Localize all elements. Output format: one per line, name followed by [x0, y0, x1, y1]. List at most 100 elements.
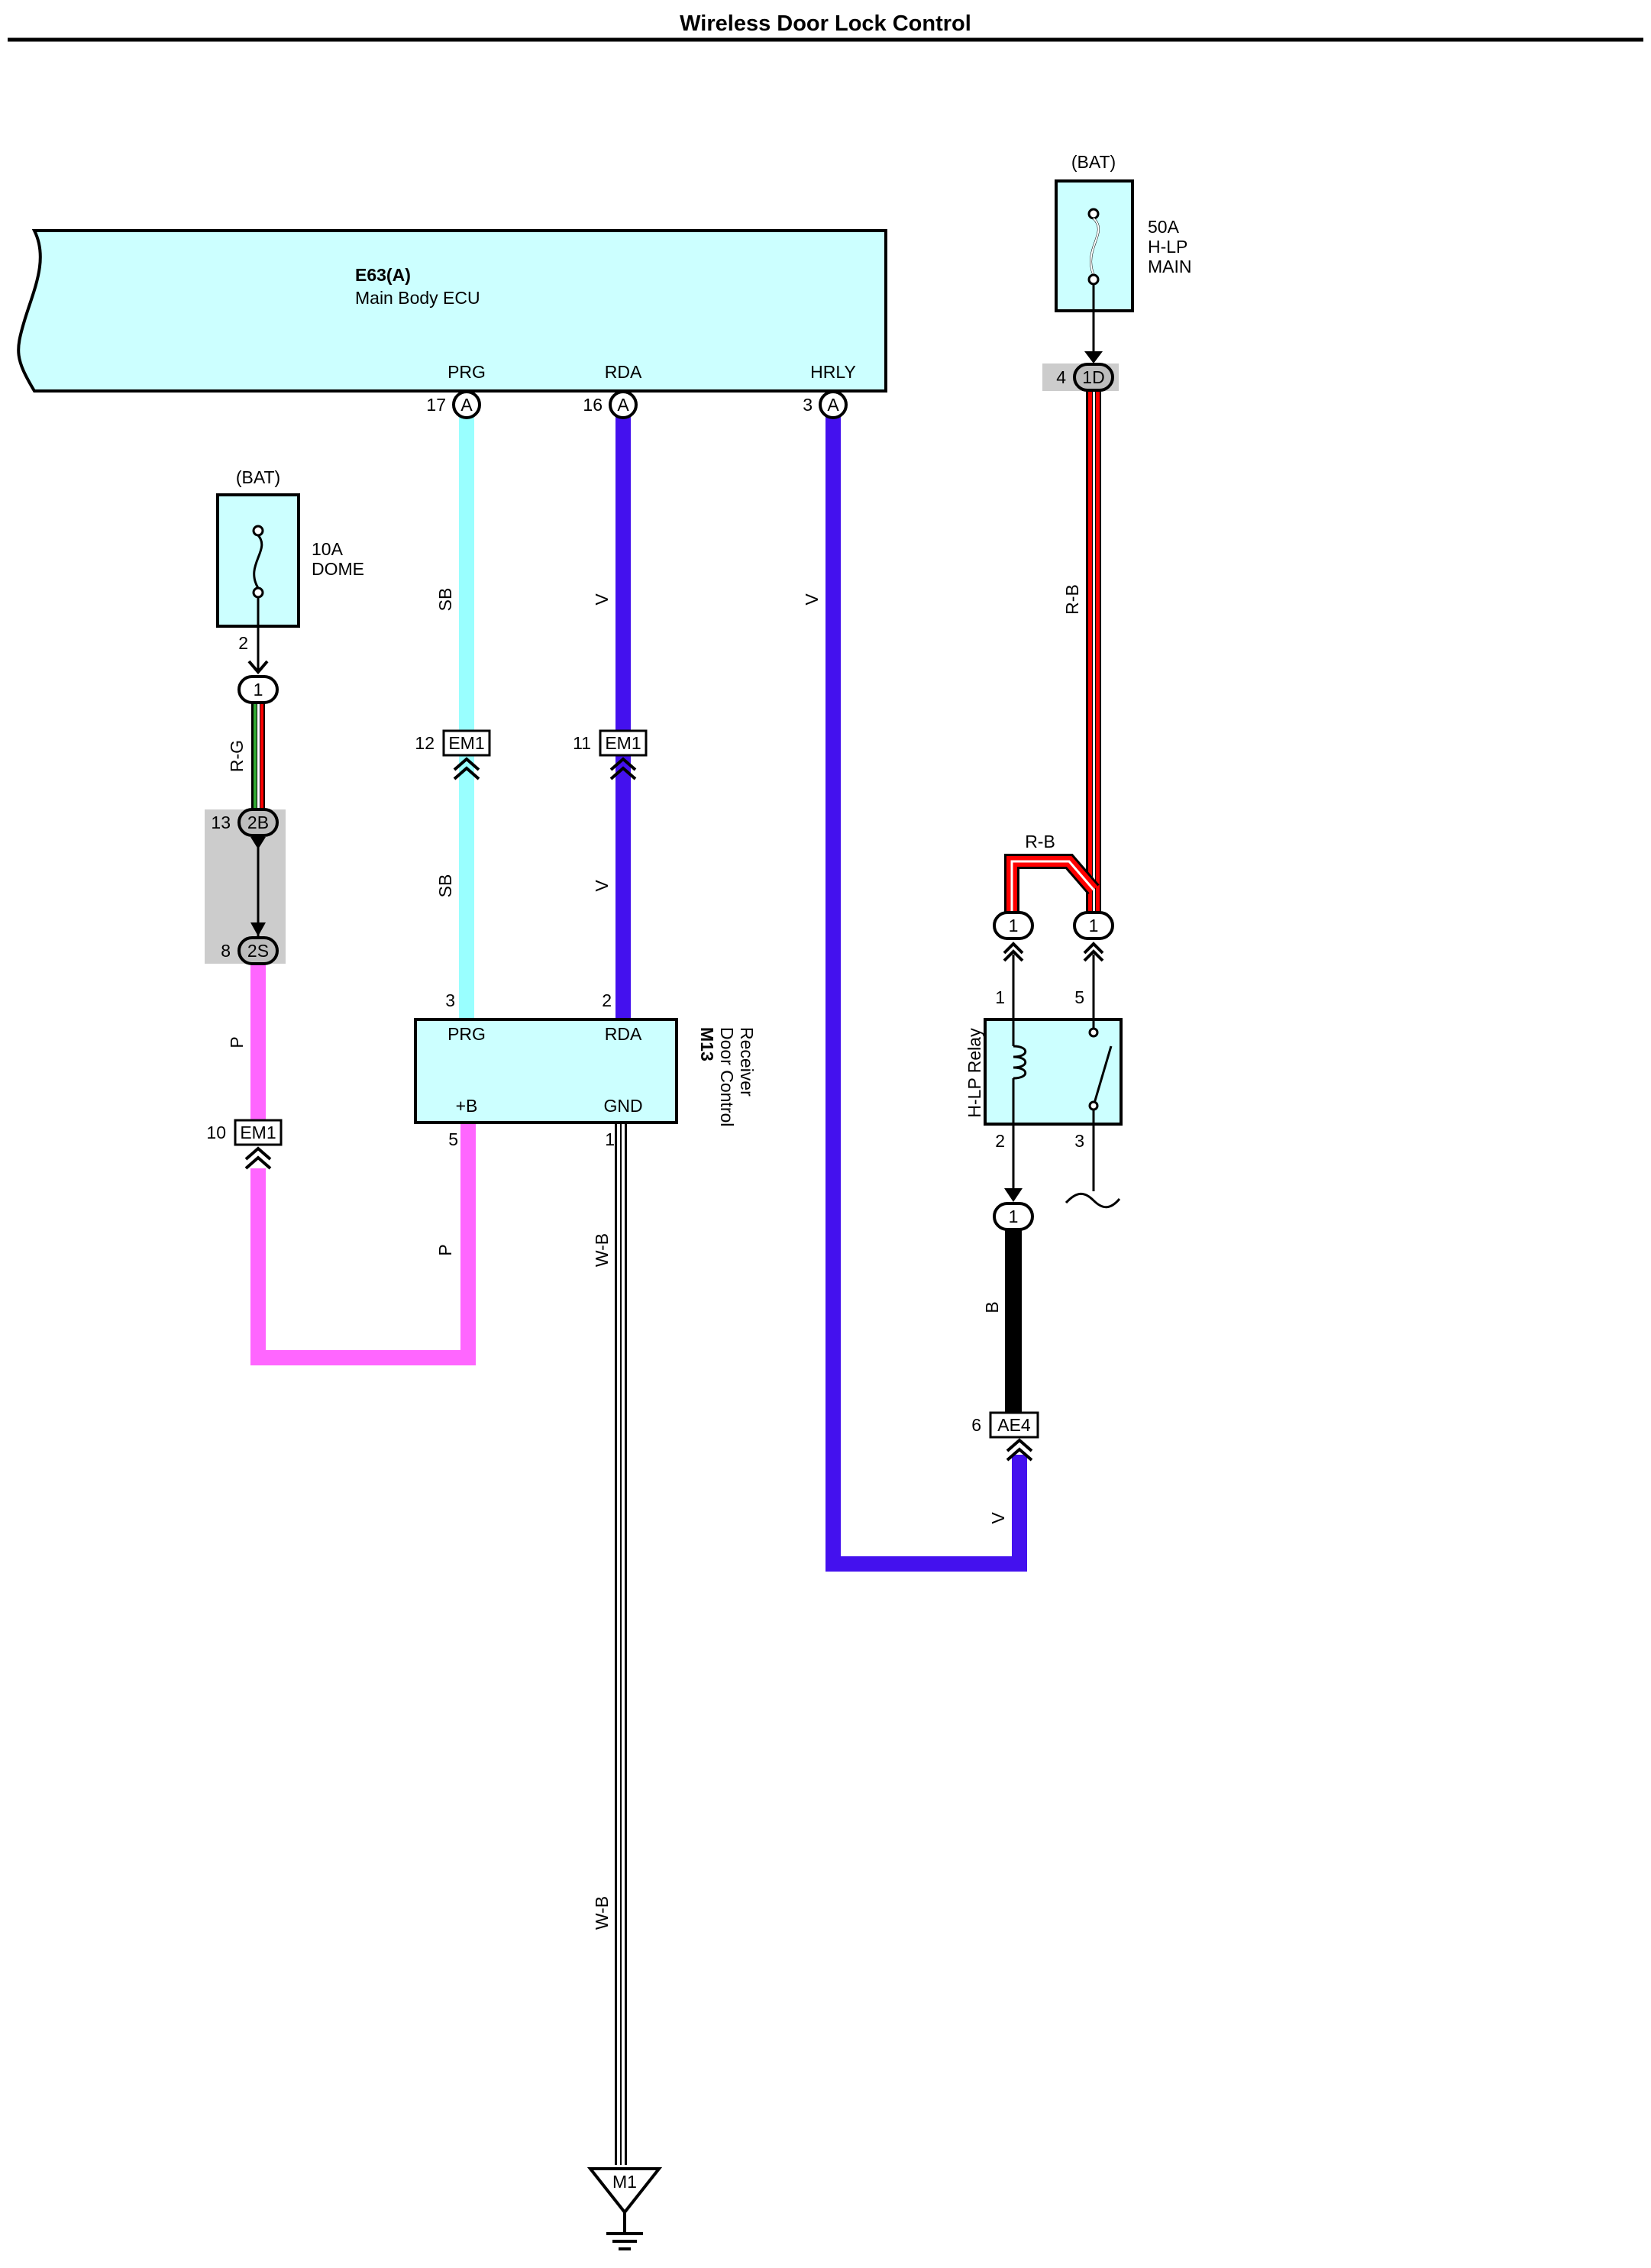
connector-em1-10-label: EM1: [240, 1123, 276, 1142]
wire-v-label-2: V: [592, 880, 612, 892]
wire-wb-label-1: W-B: [592, 1233, 612, 1267]
dome-arrow-icon: [247, 660, 269, 675]
ecu-name: Main Body ECU: [355, 288, 480, 308]
ecu-pin-prg-num: 17: [426, 395, 446, 415]
hlp-fuse-name-2: MAIN: [1148, 257, 1192, 276]
wire-rg-label: R-G: [227, 740, 247, 772]
connector-em1-12: [442, 729, 491, 757]
ecu-pin-hrly-terminal: [819, 390, 848, 419]
receiver-pin-gnd-label: GND: [603, 1096, 642, 1116]
ecu-pin-rda-terminal: [609, 390, 638, 419]
ecu-pin-hrly-label: HRLY: [810, 362, 856, 382]
connector-2b-label: 2B: [247, 813, 269, 832]
relay-coil-icon: [1012, 1019, 1027, 1124]
dome-out-connector: [237, 675, 279, 704]
relay-in-connector-1: [993, 911, 1034, 940]
wire-rb-branch: [1004, 854, 1100, 916]
wire-sb-label-1: SB: [435, 588, 455, 612]
relay-in-chevron-icons: [1003, 942, 1104, 962]
receiver-pin-prg-num: 3: [445, 990, 455, 1010]
relay-in-connector-5: [1073, 911, 1114, 940]
wire-v-label-1: V: [592, 593, 612, 606]
connector-em1-10-num: 10: [206, 1123, 226, 1142]
wire-sb-label-2: SB: [435, 874, 455, 898]
dome-fuse-rating: 10A: [312, 539, 344, 559]
wire-rb-label-1: R-B: [1062, 584, 1082, 615]
wire-rb-main: [1086, 391, 1101, 918]
relay-name: H-LP Relay: [964, 1028, 984, 1118]
relay-pin-2: 2: [995, 1131, 1005, 1151]
wire-p-label-1: P: [227, 1036, 247, 1048]
connector-em1-11-label: EM1: [605, 733, 641, 753]
wire-p-lower: [250, 1123, 476, 1365]
relay-out-connector: [993, 1202, 1034, 1231]
relay-in-connector-5-num: 1: [1089, 916, 1099, 935]
connector-ae4-num: 6: [971, 1415, 981, 1435]
dome-fuse-source: (BAT): [236, 467, 280, 487]
receiver-pin-rda-label: RDA: [605, 1024, 642, 1044]
wire-v-label-3: V: [802, 593, 822, 606]
receiver-labels: M13 Door Control Receiver: [697, 1027, 757, 1126]
ecu-id: E63(A): [355, 265, 411, 285]
connector-2s: [237, 936, 279, 965]
ecu-pin-prg-terminal: [452, 390, 481, 419]
ecu-pin-rda-conn: A: [617, 395, 629, 415]
dome-fuse-pin: 2: [238, 633, 248, 653]
relay-in-connector-1-num: 1: [1009, 916, 1019, 935]
em1-11-chevron-icon: [609, 757, 637, 780]
connector-em1-12-label: EM1: [448, 733, 484, 753]
connector-2b-num: 13: [211, 813, 231, 832]
dome-fuse-name: DOME: [312, 559, 364, 579]
relay-continuation-icon: [1065, 1192, 1121, 1209]
connector-1d-label: 1D: [1082, 367, 1104, 387]
connector-2s-num: 8: [221, 941, 231, 961]
ecu-pin-rda-label: RDA: [605, 362, 642, 382]
wire-rb-label-2: R-B: [1025, 832, 1055, 851]
hlp-arrow-icon: [1084, 351, 1103, 363]
splice-arrow-bottom-icon: [250, 922, 266, 936]
connector-em1-11-num: 11: [573, 733, 591, 753]
connector-em1-11: [599, 729, 648, 757]
ecu-pin-prg-conn: A: [460, 395, 473, 415]
receiver-name-2: Receiver: [737, 1027, 757, 1097]
ecu-pin-prg-label: PRG: [447, 362, 486, 382]
ecu-pin-hrly-num: 3: [803, 395, 813, 415]
wire-b-label: B: [982, 1301, 1002, 1313]
relay-pin-5: 5: [1074, 987, 1084, 1007]
receiver-name-1: Door Control: [717, 1027, 737, 1126]
connector-em1-10: [234, 1119, 283, 1146]
door-control-receiver: [414, 1018, 678, 1124]
relay-pin-1: 1: [995, 987, 1005, 1007]
connector-ae4: [989, 1411, 1039, 1439]
connector-1d-num: 4: [1056, 367, 1066, 387]
dome-out-num: 1: [254, 680, 263, 699]
relay-switch-icon: [1088, 1019, 1113, 1124]
connector-1d: [1073, 363, 1114, 392]
ae4-chevron-icon: [1006, 1438, 1033, 1462]
relay-out-connector-num: 1: [1009, 1207, 1019, 1226]
receiver-pin-rda-num: 2: [602, 990, 612, 1010]
ground-m1-symbol: [586, 2167, 663, 2215]
ground-icon: [606, 2212, 643, 2250]
connector-em1-12-num: 12: [415, 733, 435, 753]
ecu-pin-rda-num: 16: [583, 395, 603, 415]
receiver-pin-gnd-num: 1: [605, 1129, 615, 1149]
receiver-id: M13: [697, 1027, 717, 1061]
connector-2s-label: 2S: [247, 941, 269, 961]
em1-12-chevron-icon: [453, 757, 480, 780]
wire-p-label-2: P: [435, 1244, 455, 1255]
dome-fuse-icon: [252, 525, 264, 599]
wire-v-label-4: V: [988, 1512, 1008, 1524]
receiver-pin-prg-label: PRG: [447, 1024, 486, 1044]
receiver-pin-b-num: 5: [448, 1129, 458, 1149]
wire-wb-label-2: W-B: [592, 1896, 612, 1930]
em1-10-chevron-icon: [244, 1146, 272, 1170]
wire-v-hrly: [826, 414, 1027, 1572]
hlp-fuse-rating: 50A: [1148, 217, 1180, 237]
relay-out-arrow-icon: [1004, 1188, 1023, 1202]
relay-pin-3: 3: [1074, 1131, 1084, 1151]
wire-wb: [615, 1123, 627, 2165]
ground-m1-label: M1: [612, 2172, 637, 2192]
ecu-pin-hrly-conn: A: [827, 395, 839, 415]
